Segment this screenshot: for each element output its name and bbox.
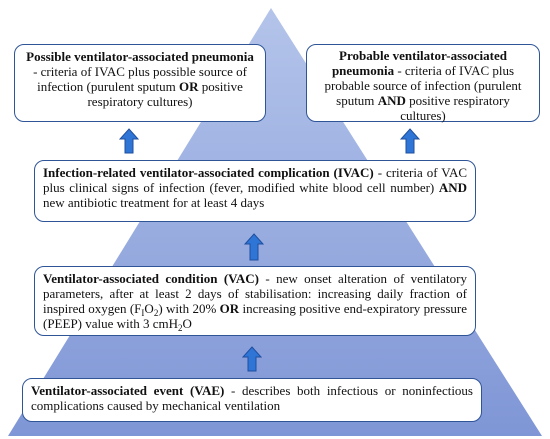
possible-vap-text-a: - criteria of IVAC plus possible source … (33, 64, 247, 94)
vac-text-a: - new onset alteration of ventilatory pa… (43, 271, 467, 316)
up-arrow-icon (119, 128, 139, 154)
up-arrow-icon (242, 346, 262, 372)
probable-vap-box: Probable ventilator-associated pneumonia… (306, 44, 540, 123)
probable-vap-text-a: - criteria of IVAC plus probable source … (324, 63, 522, 108)
possible-vap-box: Possible ventilator-associated pneumonia… (14, 44, 266, 122)
possible-vap-text-b: positive respiratory cultures) (87, 79, 243, 109)
vac-text-d: increasing positive end-expiratory press… (43, 301, 467, 331)
ivac-box: Infection-related ventilator-associated … (34, 160, 476, 222)
possible-vap-or: OR (178, 79, 199, 94)
ivac-title: Infection-related ventilator-associated … (43, 165, 374, 180)
possible-vap-title: Possible ventilator-associated pneumonia (26, 49, 254, 64)
probable-vap-title: Probable ventilator-associated pneumonia (331, 48, 507, 78)
vac-text-e: O (182, 316, 192, 331)
vac-title: Ventilator-associated condition (VAC) (43, 271, 259, 286)
probable-vap-text-b: positive respiratory cultures) (400, 93, 510, 123)
vac-o2-sub: 2 (153, 308, 159, 318)
vac-text-b: O (144, 301, 154, 316)
vac-fio2-sub: I (141, 308, 145, 318)
up-arrow-icon (244, 233, 264, 261)
vae-title: Ventilator-associated event (VAE) (31, 383, 225, 398)
probable-vap-and: AND (377, 93, 406, 108)
vae-text: - describes both infectious or noninfect… (31, 383, 473, 413)
vac-or: OR (219, 301, 240, 316)
ivac-and: AND (438, 180, 467, 195)
vac-h2o-sub: 2 (178, 323, 183, 333)
vae-box: Ventilator-associated event (VAE) - desc… (22, 378, 482, 422)
up-arrow-icon (400, 128, 420, 154)
ivac-text-b: new antibiotic treatment for at least 4 … (43, 195, 265, 210)
ivac-text-a: - criteria of VAC plus clinical signs of… (43, 165, 467, 195)
vac-text-c: ) with 20% (158, 301, 220, 316)
vac-box: Ventilator-associated condition (VAC) - … (34, 266, 476, 336)
